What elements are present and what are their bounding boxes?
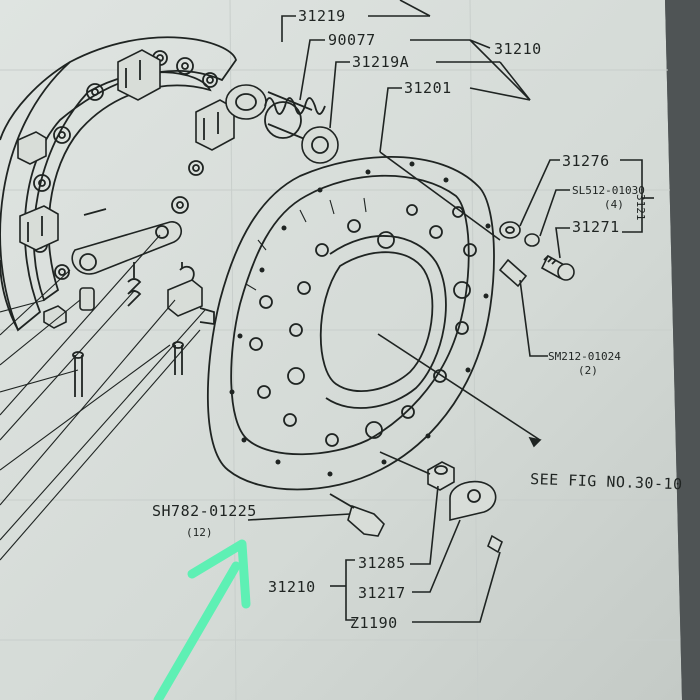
label-31210-top: 31210 — [494, 40, 542, 58]
label-sl512: SL512-01030 — [572, 184, 645, 197]
paper-sheet — [0, 0, 682, 700]
label-sm212-qty: (2) — [578, 364, 598, 377]
label-31285: 31285 — [358, 554, 406, 572]
label-31276: 31276 — [562, 152, 610, 170]
label-see-fig: SEE FIG NO.30-10 — [530, 470, 683, 493]
green-arrow-icon — [153, 539, 251, 700]
lower-hardware — [329, 461, 503, 554]
label-sm212: SM212-01024 — [548, 350, 621, 363]
release-lever — [71, 208, 215, 397]
paper-edge-shadow — [665, 0, 700, 700]
callout-lines — [247, 0, 654, 623]
label-sh782: SH782-01225 — [152, 502, 257, 520]
label-31219: 31219 — [298, 7, 346, 25]
pressure-plate — [206, 156, 495, 491]
label-z1190: Z1190 — [350, 614, 398, 632]
label-3121x: 3121 — [634, 194, 647, 221]
label-sh782-qty: (12) — [186, 526, 213, 539]
left-leader-lines — [0, 234, 206, 561]
label-31219a: 31219A — [352, 53, 409, 71]
label-31201: 31201 — [404, 79, 452, 97]
right-hardware — [498, 221, 575, 288]
label-90077: 90077 — [328, 31, 376, 49]
label-sl512-qty: (4) — [604, 198, 624, 211]
spring-assembly — [225, 84, 339, 164]
clutch-cover-ring — [0, 36, 237, 332]
label-31217: 31217 — [358, 584, 406, 602]
part-labels: 31219 90077 31210 31219A 31201 31276 SL5… — [152, 7, 683, 632]
label-31210-bottom: 31210 — [268, 578, 316, 596]
label-31271: 31271 — [572, 218, 620, 236]
